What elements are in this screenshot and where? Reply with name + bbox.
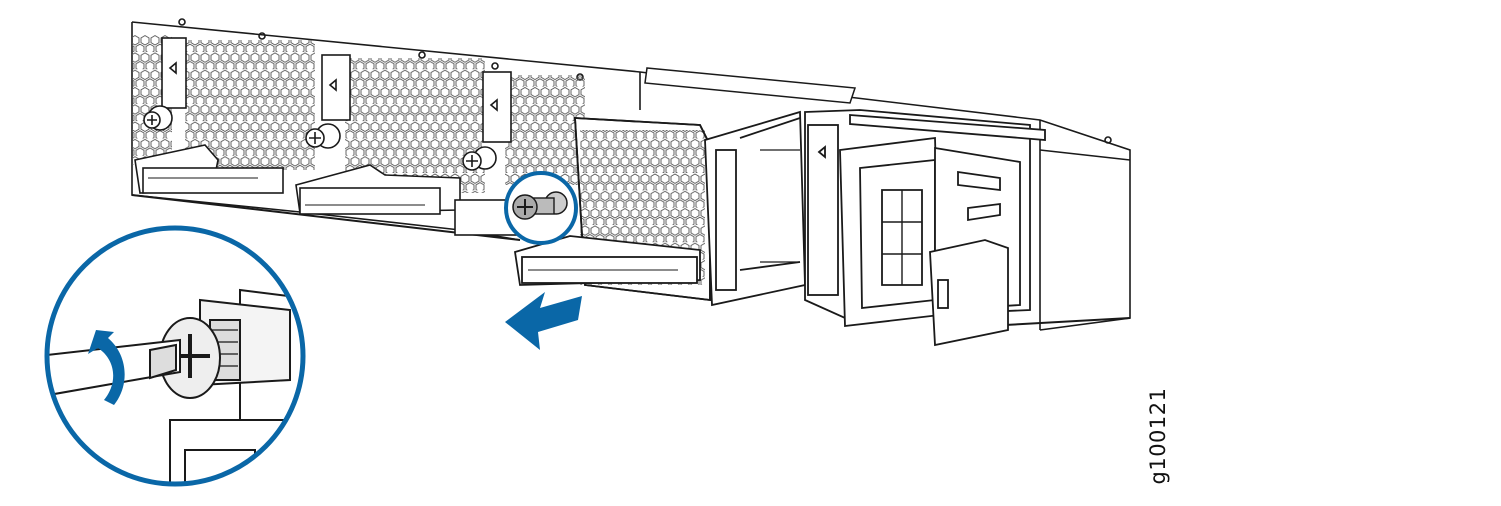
release-arrow-icon	[168, 61, 177, 75]
screw-detail-magnifier	[44, 225, 306, 487]
release-arrow-icon	[328, 78, 337, 92]
fan-module-1	[132, 35, 315, 194]
label-plate	[644, 67, 857, 104]
release-arrow-icon	[489, 98, 498, 112]
fan-module-removing	[513, 110, 806, 307]
release-arrow-icon	[817, 145, 826, 159]
power-supply	[804, 109, 1046, 347]
screw-highlight	[504, 171, 578, 245]
pull-direction-arrow	[505, 292, 582, 350]
fan-module-2	[295, 54, 485, 215]
rotate-counterclockwise-arrow	[88, 330, 125, 405]
figure-id-label: g100121	[1146, 387, 1170, 485]
